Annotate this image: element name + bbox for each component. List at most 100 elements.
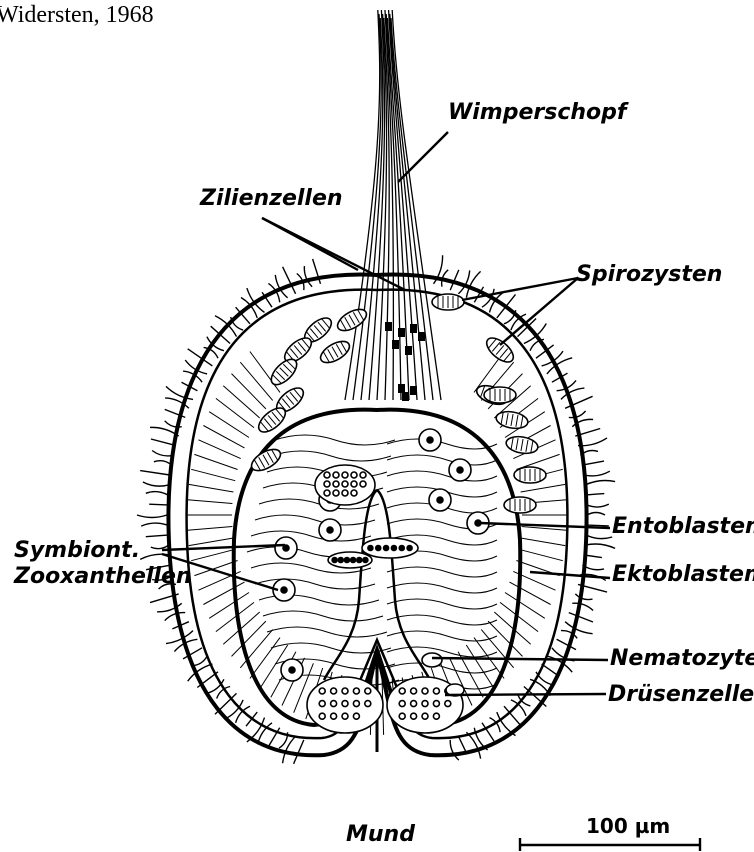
endo-cell-wall bbox=[259, 499, 497, 513]
ecto-cell-wall bbox=[194, 561, 237, 576]
cilium bbox=[165, 613, 186, 621]
scale-bar bbox=[520, 838, 700, 851]
druesenzellen-granule bbox=[324, 490, 330, 496]
druesenzellen-granule bbox=[353, 713, 359, 719]
granular-dot bbox=[384, 546, 389, 551]
druesenzellen-granule bbox=[324, 472, 330, 478]
endo-cell-wall bbox=[263, 611, 497, 625]
leader-druesenzellen bbox=[445, 694, 606, 695]
label-spirozysten: Spirozysten bbox=[576, 262, 722, 287]
cilium bbox=[151, 545, 169, 549]
druesenzellen-granule bbox=[422, 701, 428, 707]
druesenzellen-granule bbox=[331, 688, 337, 694]
spirozyste bbox=[505, 434, 539, 455]
cilium bbox=[450, 740, 459, 760]
druesenzellen-granule bbox=[331, 701, 337, 707]
endo-cell-wall bbox=[255, 515, 497, 529]
cilium bbox=[466, 732, 480, 758]
cilium bbox=[294, 740, 304, 764]
cilia-cell-nucleus bbox=[398, 328, 405, 337]
credit-text: Widersten, 1968 bbox=[0, 2, 154, 29]
ecto-cell-wall bbox=[240, 362, 272, 400]
scale-bar-label: 100 µm bbox=[586, 814, 670, 838]
cilia-cell-nucleus bbox=[398, 384, 405, 393]
spirozyste bbox=[432, 294, 464, 310]
druesenzellen-granule bbox=[351, 490, 357, 496]
druesenzellen-granule bbox=[319, 688, 325, 694]
druesenzellen-granule bbox=[365, 701, 371, 707]
ecto-cell-wall bbox=[250, 638, 280, 679]
druesenzellen-granule bbox=[351, 481, 357, 487]
cilium bbox=[569, 411, 586, 418]
ecto-cell-wall bbox=[191, 549, 235, 560]
tuft-cilium bbox=[345, 10, 380, 400]
ecto-cell-wall bbox=[209, 412, 249, 438]
ecto-cell-wall bbox=[232, 374, 266, 409]
spirozyste bbox=[317, 337, 353, 367]
druesenzellen-granule bbox=[399, 713, 405, 719]
ecto-cell-wall bbox=[216, 398, 254, 427]
endo-cell-wall bbox=[251, 563, 497, 577]
endo-cell-wall bbox=[275, 435, 497, 449]
zooxanthelle-nucleus bbox=[437, 497, 443, 503]
label-entoblastem: Entoblastem bbox=[612, 514, 754, 539]
ecto-cell-wall bbox=[189, 484, 234, 492]
granular-dot bbox=[376, 546, 381, 551]
cilium bbox=[584, 471, 610, 476]
cilium bbox=[283, 736, 296, 763]
label-ektoblastem: Ektoblastem bbox=[612, 562, 754, 587]
cilia-cell-nucleus bbox=[405, 346, 412, 355]
ecto-cell-wall bbox=[189, 538, 234, 546]
ecto-cell-wall bbox=[488, 621, 522, 656]
endo-cell-wall bbox=[267, 627, 497, 641]
ecto-cell-wall bbox=[191, 469, 235, 480]
cilia-cell-nucleus bbox=[392, 340, 399, 349]
granular-dot bbox=[351, 558, 356, 563]
cilium bbox=[569, 613, 593, 622]
cilia-cell-nucleus bbox=[410, 324, 417, 333]
druesenzellen-granule bbox=[360, 481, 366, 487]
cilium bbox=[140, 471, 170, 475]
druesenzellen-granule bbox=[353, 688, 359, 694]
druesenzellen-granule bbox=[342, 713, 348, 719]
ecto-cell-wall bbox=[521, 484, 566, 492]
druesenzellen-granule bbox=[433, 713, 439, 719]
label-symbiont: Symbiont. bbox=[14, 538, 140, 563]
zooxanthelle-nucleus bbox=[289, 667, 295, 673]
druesenzellen-granule bbox=[399, 701, 405, 707]
druesenzellen-granule bbox=[342, 481, 348, 487]
endo-cell-wall bbox=[259, 595, 497, 609]
cilium bbox=[587, 513, 605, 516]
ecto-cell-wall bbox=[519, 549, 563, 560]
druesenzellen-granule bbox=[433, 688, 439, 694]
cilia-cell-nucleus bbox=[410, 386, 417, 395]
druesenzellen-granule bbox=[333, 481, 339, 487]
label-zilienzellen: Zilienzellen bbox=[200, 186, 343, 211]
cilium bbox=[575, 594, 592, 600]
leader-wimperschopf bbox=[398, 132, 448, 182]
cilium bbox=[458, 736, 466, 752]
ecto-cell-wall bbox=[232, 621, 266, 656]
cilium bbox=[141, 523, 167, 526]
cilium bbox=[146, 535, 168, 537]
cilia-cell-nucleus bbox=[385, 322, 392, 331]
granular-dot bbox=[399, 546, 404, 551]
cilium bbox=[283, 267, 296, 294]
cilium bbox=[587, 504, 609, 507]
granular-dot bbox=[368, 546, 373, 551]
druesenzellen-granule bbox=[342, 701, 348, 707]
druesenzellen-granule bbox=[353, 701, 359, 707]
granular-dot bbox=[344, 558, 349, 563]
granular-dot bbox=[357, 558, 362, 563]
label-mund: Mund bbox=[346, 822, 415, 847]
druesenzellen-granule bbox=[433, 701, 439, 707]
ecto-cell-wall bbox=[505, 593, 545, 619]
ecto-cell-wall bbox=[194, 454, 237, 469]
druesenzellen-granule bbox=[333, 490, 339, 496]
cilium bbox=[585, 544, 615, 548]
cilium bbox=[154, 461, 172, 465]
granular-dot bbox=[332, 558, 337, 563]
druesenzellen-granule bbox=[324, 481, 330, 487]
